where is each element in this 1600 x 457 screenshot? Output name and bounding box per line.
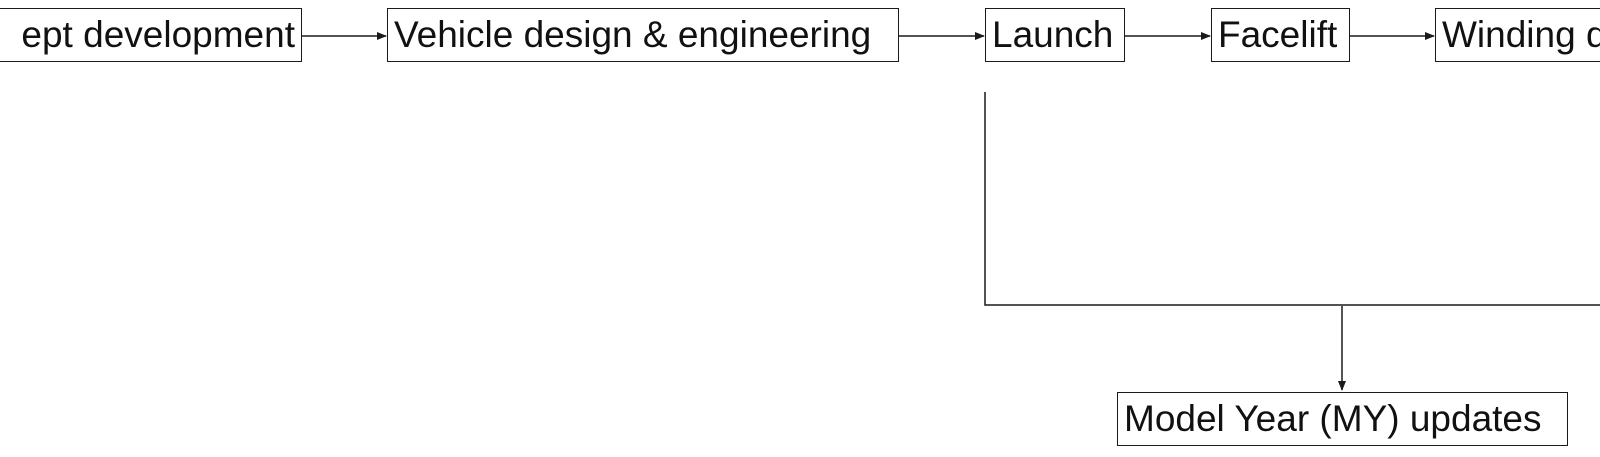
bracket-launch-to-end <box>984 92 1600 306</box>
stage-model-year-updates: Model Year (MY) updates <box>1117 392 1568 446</box>
stage-facelift: Facelift <box>1211 8 1350 62</box>
stage-launch: Launch <box>985 8 1125 62</box>
stage-vehicle-design-engineering: Vehicle design & engineering <box>387 8 899 62</box>
stage-concept-development: ept development <box>0 8 302 62</box>
stage-winding-down: Winding d <box>1435 8 1600 62</box>
